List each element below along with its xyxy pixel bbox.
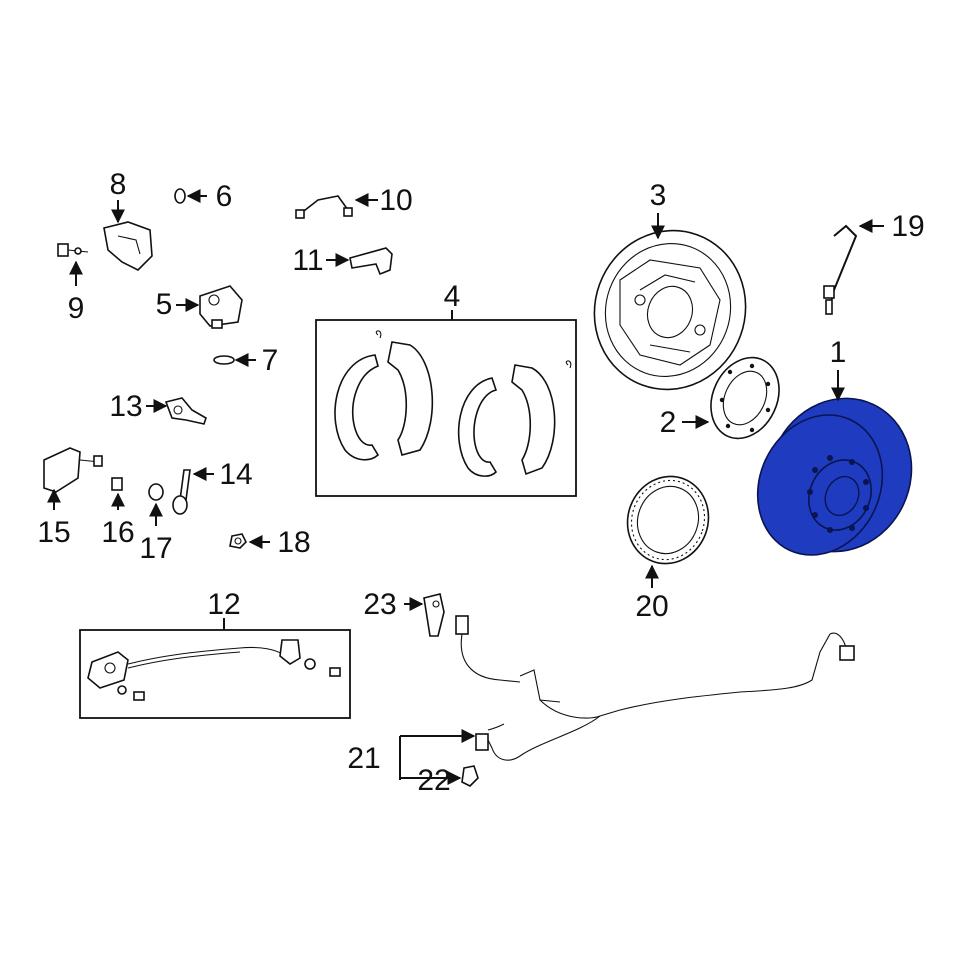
callout-18: 18 <box>277 526 310 559</box>
callout-21: 21 <box>347 742 380 775</box>
callout-11: 11 <box>292 244 323 277</box>
callout-17: 17 <box>139 532 172 565</box>
callout-7: 7 <box>262 344 279 377</box>
callout-4: 4 <box>444 280 461 313</box>
abs-sensor-kit[interactable] <box>87 639 341 701</box>
callout-5: 5 <box>156 288 173 321</box>
backing-plate[interactable] <box>572 209 768 411</box>
callout-13: 13 <box>109 390 142 423</box>
callout-16: 16 <box>101 516 134 549</box>
mounting-bracket[interactable] <box>103 221 153 271</box>
callout-15: 15 <box>37 516 70 549</box>
adjuster[interactable] <box>164 397 207 425</box>
callout-22: 22 <box>417 764 450 797</box>
seal-ring[interactable] <box>213 355 235 365</box>
nut[interactable] <box>229 533 247 549</box>
hub-gasket[interactable] <box>698 346 792 449</box>
bleeder-cap[interactable] <box>174 188 186 204</box>
brake-line[interactable] <box>823 224 858 315</box>
callout-1: 1 <box>830 336 847 369</box>
callout-20: 20 <box>635 590 668 623</box>
callout-8: 8 <box>110 168 127 201</box>
sensor-clip[interactable] <box>423 593 445 637</box>
abs-sensor-box <box>79 629 351 719</box>
callout-23: 23 <box>363 588 396 621</box>
bushing[interactable] <box>148 483 164 501</box>
callout-2: 2 <box>660 406 677 439</box>
adjuster-bolt[interactable] <box>172 469 191 515</box>
brake-drum[interactable] <box>735 375 936 576</box>
wheel-cylinder[interactable] <box>199 285 243 329</box>
abs-wire-harness[interactable] <box>455 615 855 787</box>
callout-19: 19 <box>891 210 924 243</box>
tone-ring[interactable] <box>615 465 720 575</box>
callout-12: 12 <box>207 588 240 621</box>
brake-shoe-box <box>315 319 577 497</box>
brake-hose[interactable] <box>295 195 353 219</box>
pin[interactable] <box>111 477 123 491</box>
callout-14: 14 <box>219 458 252 491</box>
callout-9: 9 <box>68 292 85 325</box>
callout-10: 10 <box>379 184 412 217</box>
callout-3: 3 <box>650 179 667 212</box>
lever-bracket[interactable] <box>43 447 103 493</box>
hose-bracket[interactable] <box>349 247 393 276</box>
bolt[interactable] <box>57 243 89 257</box>
callout-6: 6 <box>216 180 233 213</box>
brake-shoes[interactable] <box>334 330 572 477</box>
